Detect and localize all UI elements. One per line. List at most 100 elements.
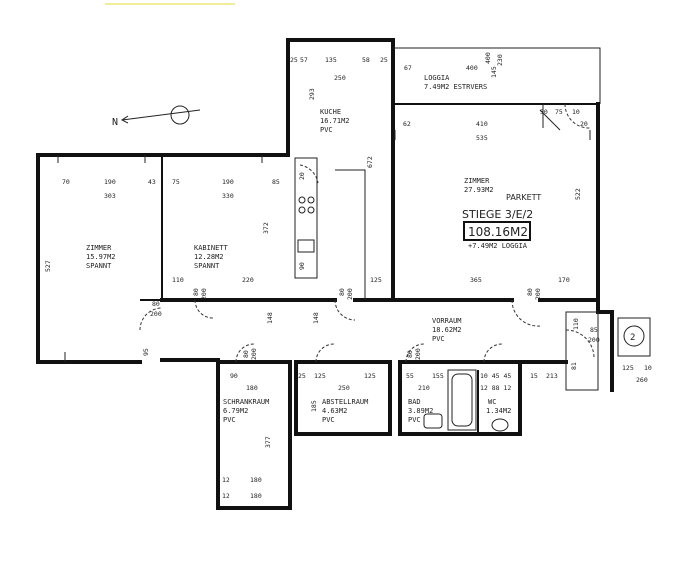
dim: 43 xyxy=(148,178,156,186)
dim: 81 xyxy=(570,362,578,370)
dim: 75 xyxy=(172,178,180,186)
abstellraum-name: ABSTELLRAUM xyxy=(322,398,368,406)
loggia-area: 7.49M2 ESTRVERS xyxy=(424,83,487,91)
dim: 190 xyxy=(104,178,116,186)
parkett-note: PARKETT xyxy=(506,193,541,202)
bad-name: BAD xyxy=(408,398,421,406)
dim: 200 xyxy=(534,288,542,300)
dim: 62 xyxy=(403,120,411,128)
dim: 25 xyxy=(298,372,306,380)
dim: 85 xyxy=(272,178,280,186)
dim: 522 xyxy=(574,188,582,200)
dim: 200 xyxy=(346,288,354,300)
dim: 80 xyxy=(192,288,200,296)
kueche-floor: PVC xyxy=(320,126,333,134)
kabinett-floor: SPANNT xyxy=(194,262,220,270)
dimension-labels: 25 57 135 58 25 250 293 672 67 400 400 1… xyxy=(44,52,652,500)
zimmer-name: ZIMMER xyxy=(86,244,112,252)
dim: 220 xyxy=(242,276,254,284)
dim: 230 xyxy=(496,54,504,66)
kabinett-area: 12.28M2 xyxy=(194,253,224,261)
dim: 12 88 12 xyxy=(480,384,511,392)
dim: 80 xyxy=(338,288,346,296)
dim: 200 xyxy=(250,348,258,360)
bad-floor: PVC xyxy=(408,416,421,424)
dim: 372 xyxy=(262,222,270,234)
dim: 410 xyxy=(476,120,488,128)
dim: 527 xyxy=(44,260,52,272)
zimmer-gross-area: 27.93M2 xyxy=(464,186,494,194)
dim: 10 45 45 xyxy=(480,372,511,380)
wc-area: 1.34M2 xyxy=(486,407,511,415)
dim: 213 xyxy=(546,372,558,380)
total-area-stamp: PARKETT STIEGE 3/E/2 108.16M2 +7.49M2 LO… xyxy=(462,193,541,250)
dim: 80 xyxy=(406,350,414,358)
zimmer-gross-name: ZIMMER xyxy=(464,177,490,185)
vorraum-area: 18.62M2 xyxy=(432,326,462,334)
dim: 250 xyxy=(334,74,346,82)
dim: 10 xyxy=(644,364,652,372)
dim: 75 xyxy=(555,108,563,116)
loggia-name: LOGGIA xyxy=(424,74,450,82)
dim: 145 xyxy=(490,66,498,78)
dim: 25 xyxy=(380,56,388,64)
dim: 155 xyxy=(432,372,444,380)
loggia-note: +7.49M2 LOGGIA xyxy=(468,242,528,250)
dim: 80 xyxy=(526,288,534,296)
dim: 12 xyxy=(222,492,230,500)
bad-area: 3.89M2 xyxy=(408,407,433,415)
dim: 57 xyxy=(300,56,308,64)
schrankraum-floor: PVC xyxy=(223,416,236,424)
kueche-area: 16.71M2 xyxy=(320,117,350,125)
dim: 50 xyxy=(540,108,548,116)
vorraum-name: VORRAUM xyxy=(432,317,462,325)
stair-box xyxy=(617,317,651,357)
dim: 85 xyxy=(590,326,598,334)
dim: 58 xyxy=(362,56,370,64)
dim: 185 xyxy=(310,400,318,412)
dim: 400 xyxy=(466,64,478,72)
dim: 190 xyxy=(222,178,234,186)
abstellraum-area: 4.63M2 xyxy=(322,407,347,415)
dim: 260 xyxy=(636,376,648,384)
dim: 365 xyxy=(470,276,482,284)
dim: 303 xyxy=(104,192,116,200)
dim: 90 xyxy=(298,262,306,270)
dim: 377 xyxy=(264,436,272,448)
dim: 110 xyxy=(572,318,580,330)
stair-number: 2 xyxy=(630,333,635,343)
dim: 67 xyxy=(404,64,412,72)
kabinett-name: KABINETT xyxy=(194,244,229,252)
zimmer-floor: SPANNT xyxy=(86,262,112,270)
total-area: 108.16M2 xyxy=(468,225,528,239)
kueche-name: KUCHE xyxy=(320,108,341,116)
vorraum-floor: PVC xyxy=(432,335,445,343)
dim: 25 xyxy=(290,56,298,64)
dim: 125 xyxy=(364,372,376,380)
dim: 80 xyxy=(152,300,160,308)
walls xyxy=(36,38,614,510)
dim: 20 xyxy=(580,120,588,128)
dim: 125 xyxy=(622,364,634,372)
dim: 70 xyxy=(62,178,70,186)
dim: 148 xyxy=(312,312,320,324)
dim: 148 xyxy=(266,312,274,324)
dim: 95 xyxy=(142,348,150,356)
door-arcs xyxy=(139,103,595,363)
dim: 200 xyxy=(200,288,208,300)
dim: 15 xyxy=(530,372,538,380)
zimmer-area: 15.97M2 xyxy=(86,253,116,261)
abstellraum-floor: PVC xyxy=(322,416,335,424)
dim: 400 xyxy=(484,52,492,64)
dim: 10 xyxy=(572,108,580,116)
dim: 135 xyxy=(325,56,337,64)
dim: 200 xyxy=(150,310,162,318)
dim: 293 xyxy=(308,88,316,100)
schrankraum-area: 6.79M2 xyxy=(223,407,248,415)
dim: 20 xyxy=(298,172,306,180)
dim: 55 xyxy=(406,372,414,380)
dim: 90 xyxy=(230,372,238,380)
dim: 110 xyxy=(172,276,184,284)
dim: 180 xyxy=(250,492,262,500)
